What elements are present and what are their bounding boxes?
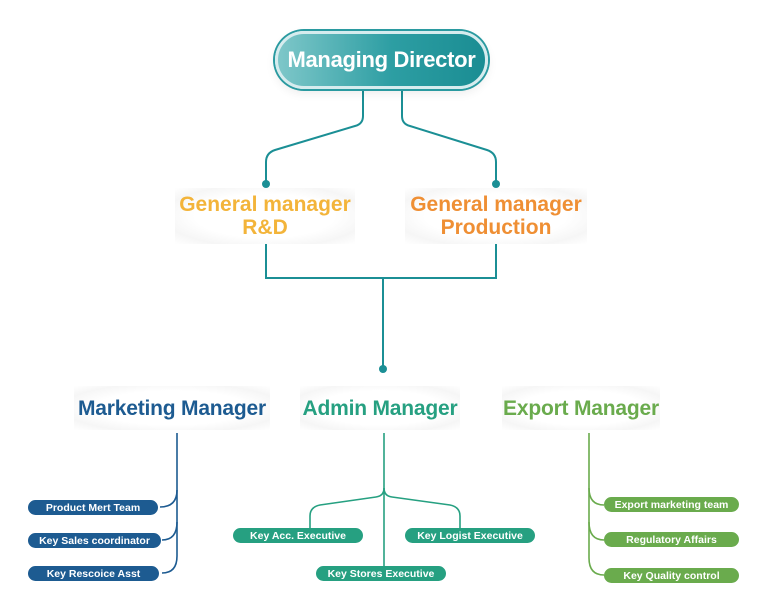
admin-item-key-logist-executive: Key Logist Executive	[405, 528, 535, 543]
marketing-item-key-rescoice-asst: Key Rescoice Asst	[28, 566, 159, 581]
line-md-to-gm-rd	[265, 90, 364, 183]
export-manager-label: Export Manager	[503, 396, 659, 420]
line-admin-item-2	[383, 487, 461, 528]
line-marketing-item-1	[159, 489, 178, 508]
gm-rd-label-line2: R&D	[242, 216, 288, 239]
line-marketing-trunk	[161, 433, 178, 574]
line-export-item-2	[588, 521, 605, 541]
line-gm-bracket	[265, 244, 497, 279]
export-connectors	[588, 433, 605, 576]
export-item-regulatory-affairs: Regulatory Affairs	[604, 532, 739, 547]
gm-rd-box: General manager R&D	[175, 188, 355, 244]
line-admin-item-1	[309, 487, 385, 528]
export-manager-box: Export Manager	[502, 386, 660, 430]
md-connectors	[265, 90, 497, 369]
export-item-export-marketing-team: Export marketing team	[604, 497, 739, 512]
dot-gm-production	[492, 180, 500, 188]
admin-manager-label: Admin Manager	[302, 396, 458, 420]
marketing-manager-box: Marketing Manager	[74, 386, 270, 430]
line-marketing-item-2	[161, 521, 178, 541]
line-export-trunk	[588, 433, 605, 576]
marketing-item-product-mert-team: Product Mert Team	[28, 500, 158, 515]
marketing-manager-label: Marketing Manager	[78, 396, 266, 420]
marketing-item-key-sales-coordinator: Key Sales coordinator	[28, 533, 161, 548]
managing-director-box: Managing Director	[275, 31, 488, 89]
marketing-connectors	[159, 433, 178, 574]
line-export-item-1	[588, 487, 605, 506]
line-md-to-gm-production	[401, 90, 497, 183]
gm-production-box: General manager Production	[405, 188, 587, 244]
admin-item-key-acc-executive: Key Acc. Executive	[233, 528, 363, 543]
export-item-key-quality-control: Key Quality control	[604, 568, 739, 583]
connector-dots	[262, 180, 500, 373]
gm-production-label-line1: General manager	[410, 193, 582, 216]
admin-connectors	[309, 433, 461, 566]
dot-gm-rd	[262, 180, 270, 188]
admin-manager-box: Admin Manager	[300, 386, 460, 430]
gm-rd-label-line1: General manager	[179, 193, 351, 216]
managing-director-label: Managing Director	[287, 47, 476, 72]
admin-item-key-stores-executive: Key Stores Executive	[316, 566, 446, 581]
dot-trunk	[379, 365, 387, 373]
gm-production-label-line2: Production	[440, 216, 552, 239]
